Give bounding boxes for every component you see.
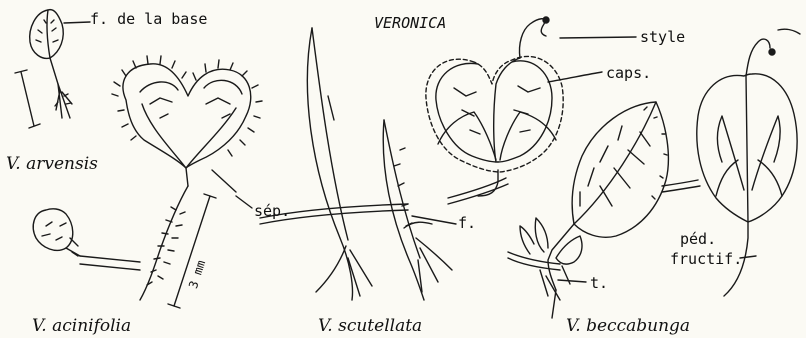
acinifolia-side-leaf-drawing bbox=[33, 209, 140, 270]
species-arvensis: V. arvensis bbox=[6, 156, 98, 173]
leader-style bbox=[560, 37, 636, 38]
label-caps: caps. bbox=[606, 66, 651, 81]
acinifolia-capsule-drawing bbox=[112, 56, 262, 300]
label-f-de-la-base: f. de la base bbox=[90, 12, 207, 27]
arvensis-basal-leaf-drawing bbox=[30, 10, 72, 118]
species-beccabunga: V. beccabunga bbox=[566, 318, 690, 335]
label-f: f. bbox=[458, 216, 476, 231]
label-ped: péd. bbox=[680, 232, 716, 247]
leader-sep-2 bbox=[212, 170, 236, 192]
plate-title: VERONICA bbox=[374, 14, 446, 32]
species-scutellata: V. scutellata bbox=[318, 318, 422, 335]
leader-f-base bbox=[64, 22, 90, 23]
label-style: style bbox=[640, 30, 685, 45]
label-sep: sép. bbox=[254, 204, 290, 219]
label-t: t. bbox=[590, 276, 608, 291]
capsule-style-drawing bbox=[426, 17, 563, 196]
leader-sep bbox=[236, 196, 252, 208]
leader-t bbox=[558, 280, 586, 282]
label-fructif: fructif. bbox=[670, 252, 742, 267]
leader-ped bbox=[740, 256, 756, 258]
species-acinifolia: V. acinifolia bbox=[32, 318, 131, 335]
scutellata-stem-drawing bbox=[260, 28, 508, 300]
arvensis-scale-bar bbox=[15, 70, 40, 128]
